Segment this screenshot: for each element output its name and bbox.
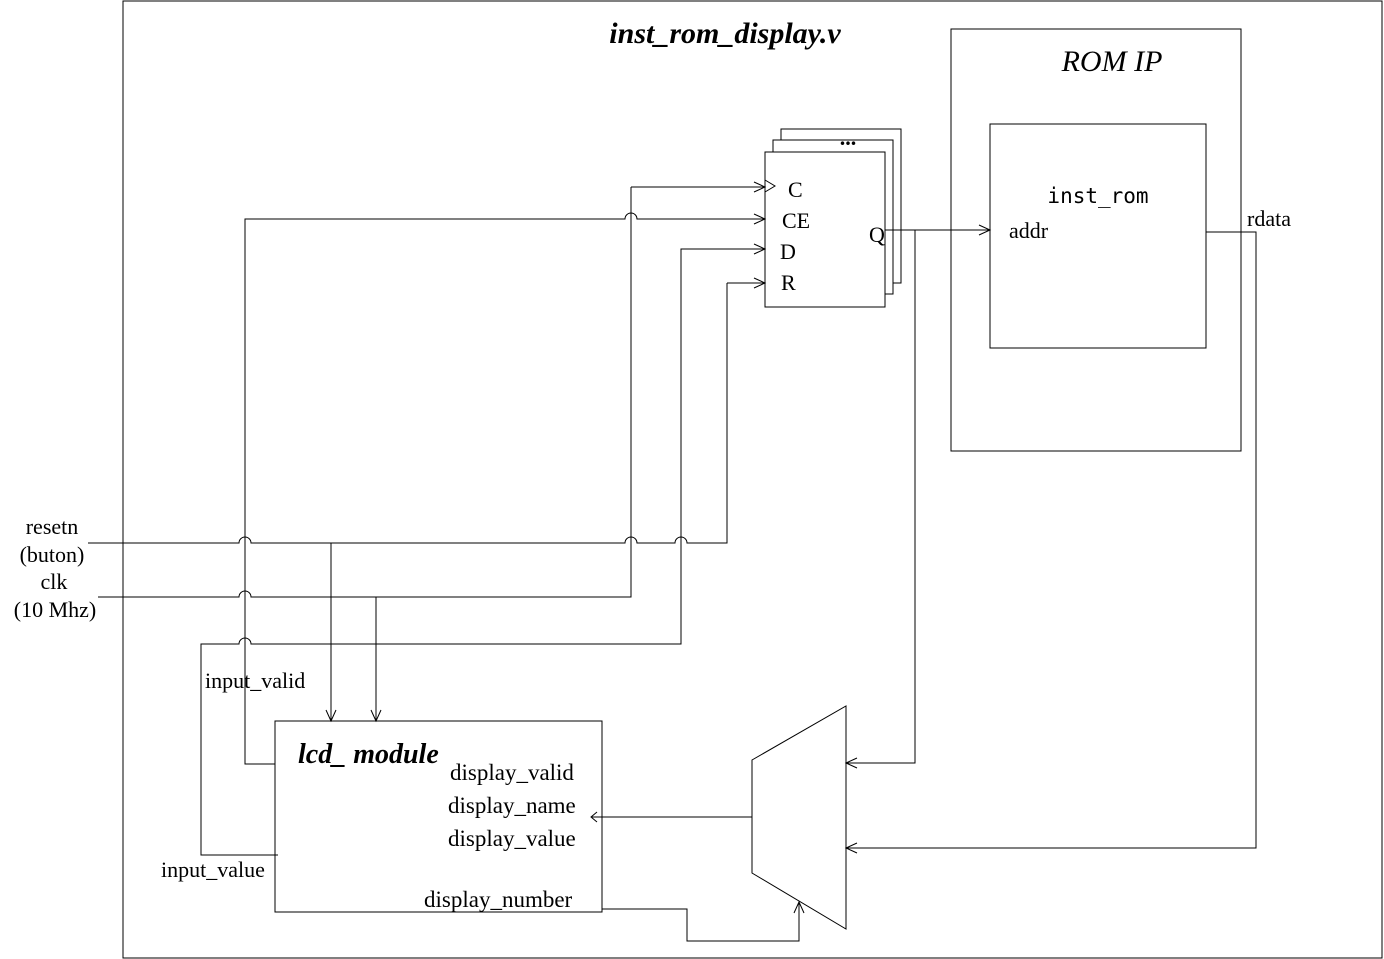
register [764,151,886,308]
register-port-r: R [781,270,796,295]
mux-block [751,705,847,930]
inst-rom-block [989,123,1207,349]
module-title: inst_rom_display.v [609,17,841,50]
wire-clk [98,187,632,598]
clock-triangle-icon [764,179,776,193]
register-port-q: Q [869,222,885,247]
wire-display-number-to-mux [602,900,805,942]
addr-port-label: addr [1009,218,1049,243]
register-stack-ellipsis: ... [840,125,857,150]
wire-q-to-mux [844,229,916,769]
wire-input-valid [244,212,767,765]
lcd-module-block [274,720,603,913]
display-value-port: display_value [448,826,576,851]
input-value-label: input_value [161,857,265,882]
input-valid-label: input_valid [205,668,305,693]
display-name-port: display_name [448,793,576,818]
register-port-ce: CE [782,208,810,233]
clk-label: clk [41,569,68,594]
register-port-d: D [780,239,796,264]
display-input-arrow-icon [590,811,598,823]
resetn-note: (buton) [20,542,85,567]
inst-rom-label: inst_rom [1047,184,1148,208]
display-valid-port: display_valid [450,760,574,785]
rdata-port-label: rdata [1247,206,1291,231]
register-port-c: C [788,177,803,202]
resetn-label: resetn [26,514,79,539]
rom-ip-title: ROM IP [1061,45,1163,78]
display-number-port: display_number [424,887,573,912]
wire-input-value [200,243,767,856]
lcd-module-title: lcd_ module [298,739,439,770]
clk-note: (10 Mhz) [14,597,96,622]
wire-rdata-to-mux [844,231,1257,854]
